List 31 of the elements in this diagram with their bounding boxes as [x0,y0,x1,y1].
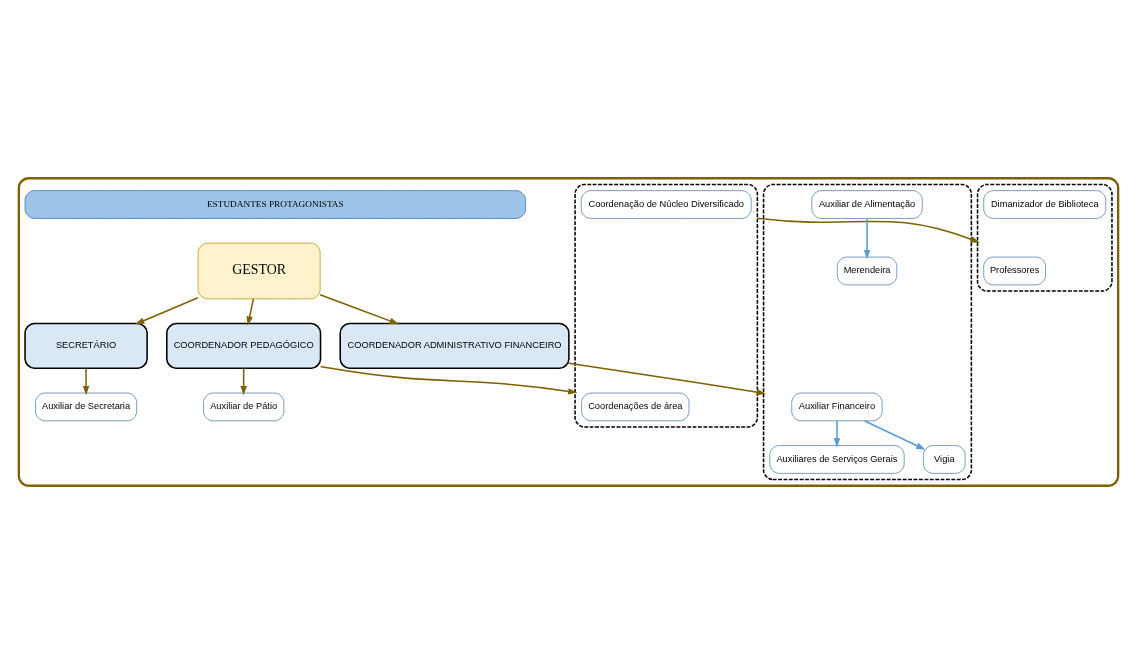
arrow [319,293,399,325]
arrow [756,217,980,243]
node-box: Auxiliar de Alimentação [811,190,923,219]
arrow [82,367,90,396]
arrow [863,217,871,260]
node-box: GESTOR [197,242,321,300]
node-box: ESTUDANTES PROTAGONISTAS [24,190,526,219]
cluster [976,183,1113,292]
arrow [833,420,841,448]
arrow [240,367,247,396]
arrow [864,420,926,450]
node-box: Auxiliar de Pátio [203,392,285,422]
node-box: COORDENADOR PEDAGÓGICO [166,322,322,370]
node-box: Coordenação de Núcleo Diversificado [580,190,752,219]
cluster [762,183,973,481]
arrow [246,298,255,326]
cluster [17,177,1120,487]
node-box: Auxiliar Financeiro [791,392,883,422]
arrow [135,296,199,325]
node-box: Auxiliar de Secretaria [35,392,138,422]
arrow [568,362,766,396]
node-box: COORDENADOR ADMINISTRATIVO FINANCEIRO [339,322,570,370]
node-box: Vigia [923,445,966,474]
node-box: Dimanizador de Biblioteca [983,190,1107,219]
node-box: Coordenações de área [581,392,690,422]
node-box: Merendeira [836,256,898,286]
node-box: Auxiliares de Serviços Gerais [769,445,905,474]
node-box: Professores [983,256,1046,286]
cluster [574,183,759,428]
node-box: SECRETÁRIO [24,322,148,370]
arrow [319,365,578,395]
